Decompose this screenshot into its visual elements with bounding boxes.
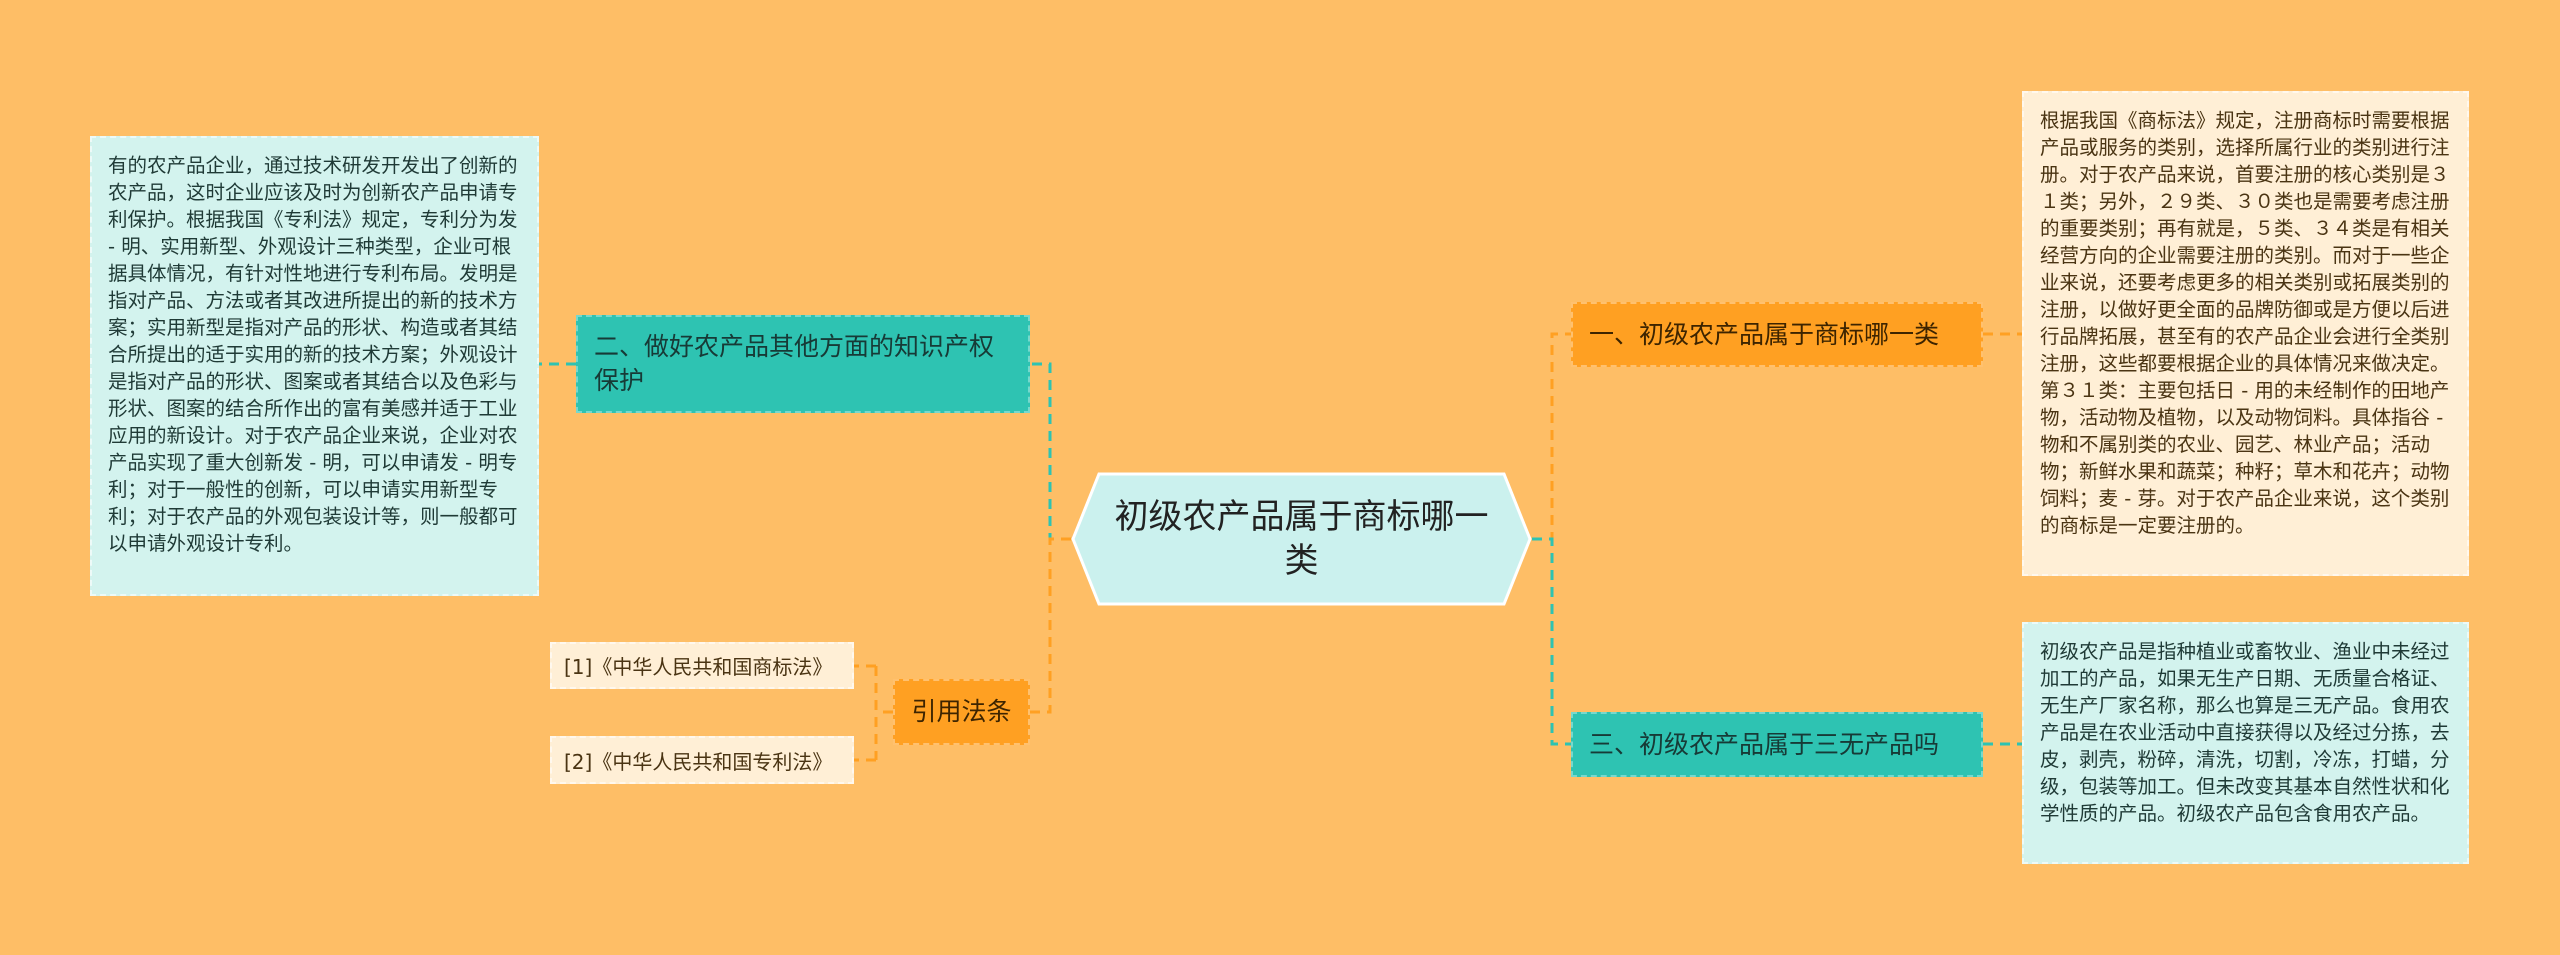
connector-center-to-citations bbox=[1030, 537, 1071, 714]
branch-1-node[interactable]: 一、初级农产品属于商标哪一类 bbox=[1571, 302, 1983, 367]
connector-citations-to-refs bbox=[854, 664, 893, 762]
branch-2-node[interactable]: 二、做好农产品其他方面的知识产权保护 bbox=[576, 315, 1030, 413]
branch-3-node[interactable]: 三、初级农产品属于三无产品吗 bbox=[1571, 712, 1983, 777]
central-topic[interactable]: 初级农产品属于商标哪一类 bbox=[1071, 472, 1532, 606]
branch-1-detail: 根据我国《商标法》规定，注册商标时需要根据产品或服务的类别，选择所属行业的类别进… bbox=[2022, 91, 2469, 576]
connector-center-to-branch2 bbox=[1030, 362, 1071, 541]
branch-2-detail: 有的农产品企业，通过技术研发开发出了创新的农产品，这时企业应该及时为创新农产品申… bbox=[90, 136, 539, 596]
citation-item[interactable]: [1]《中华人民共和国商标法》 bbox=[550, 642, 854, 689]
citation-item[interactable]: [2]《中华人民共和国专利法》 bbox=[550, 736, 854, 784]
citations-node[interactable]: 引用法条 bbox=[893, 679, 1030, 745]
connector-center-to-branch3 bbox=[1532, 537, 1571, 746]
branch-3-detail: 初级农产品是指种植业或畜牧业、渔业中未经过加工的产品，如果无生产日期、无质量合格… bbox=[2022, 622, 2469, 864]
connector-center-to-branch1 bbox=[1532, 332, 1571, 541]
hexagon-shape bbox=[1071, 472, 1532, 606]
central-topic-title: 初级农产品属于商标哪一类 bbox=[1114, 497, 1489, 581]
